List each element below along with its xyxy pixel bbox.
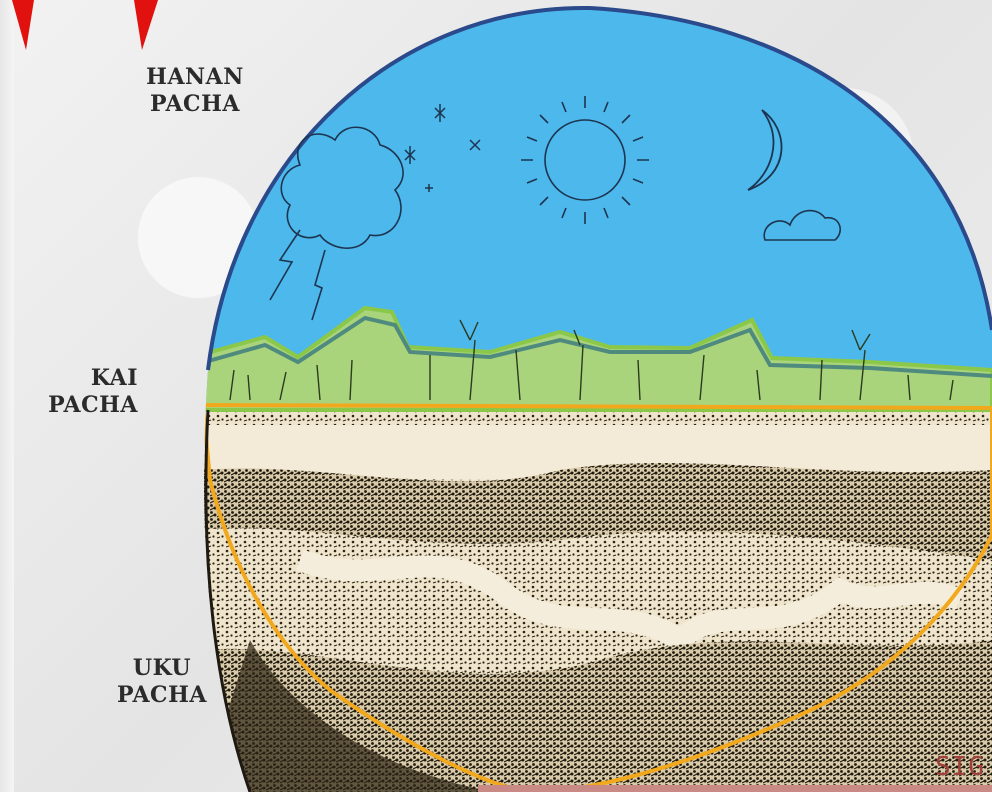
bottom-strip xyxy=(478,785,992,792)
label-hanan-line1: HANAN xyxy=(120,64,270,91)
signature-text: SIG xyxy=(935,752,985,782)
label-hanan-line2: PACHA xyxy=(120,91,270,118)
label-uku-pacha: UKU PACHA xyxy=(92,655,232,709)
label-uku-line1: UKU xyxy=(92,655,232,682)
red-pointer-right xyxy=(134,0,158,50)
label-kai-line1: KAI xyxy=(10,365,138,392)
label-hanan-pacha: HANAN PACHA xyxy=(120,64,270,118)
red-pointer-left xyxy=(12,0,34,50)
label-uku-line2: PACHA xyxy=(92,682,232,709)
label-kai-pacha: KAI PACHA xyxy=(10,365,138,419)
label-kai-line2: PACHA xyxy=(10,392,138,419)
